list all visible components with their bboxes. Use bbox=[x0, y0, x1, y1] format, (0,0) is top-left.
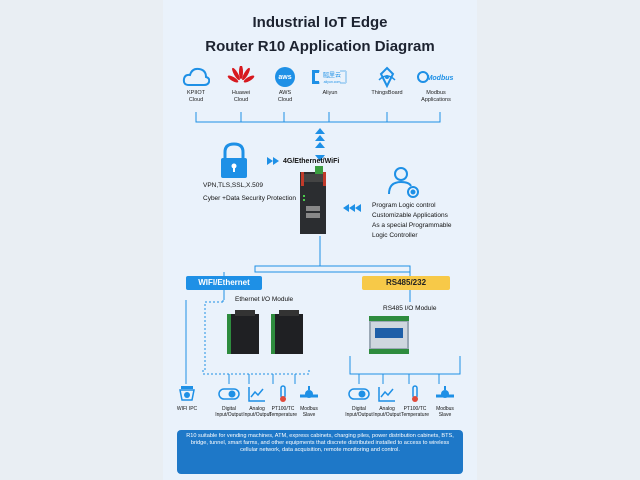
device-label: Analog Input/Output bbox=[373, 406, 401, 418]
uplink-arrows bbox=[315, 128, 325, 161]
logic-arrows bbox=[343, 204, 361, 212]
device-analog-io-left: Analog Input/Output bbox=[241, 384, 273, 418]
description-text: R10 suitable for vending machines, ATM, … bbox=[186, 433, 454, 453]
rs485-232-bus: RS485/232 bbox=[362, 276, 450, 290]
aliyun-logo-text: 阿里云 bbox=[323, 71, 341, 79]
cloud-label: AWS Cloud bbox=[277, 90, 293, 103]
device-label: WIFI IPC bbox=[176, 406, 198, 412]
device-label: Digital Input/Output bbox=[215, 406, 243, 418]
cloud-label: ThingsBoard bbox=[371, 90, 403, 96]
device-analog-io-right: Analog Input/Output bbox=[371, 384, 403, 418]
cloud-thingsboard: ThingsBoard bbox=[364, 66, 410, 97]
cloud-icon bbox=[182, 67, 210, 86]
aws-logo-text: aws bbox=[278, 74, 291, 81]
rs485-module-label: RS485 I/O Module bbox=[383, 305, 437, 312]
cloud-label: KPIIOT Cloud bbox=[186, 90, 206, 103]
thermometer-icon bbox=[280, 385, 286, 402]
title-line2: Router R10 Application Diagram bbox=[205, 38, 435, 55]
thermometer-icon bbox=[412, 385, 418, 402]
modbus-logo: Modbus bbox=[417, 71, 454, 83]
device-digital-io-right: Digital Input/Output bbox=[343, 384, 375, 418]
diagram-panel: Industrial IoT Edge Router R10 Applicati… bbox=[163, 0, 477, 480]
valve-icon bbox=[300, 386, 318, 398]
connectivity-label: 4G/Ethernet/WiFi bbox=[283, 158, 340, 165]
aws-logo: aws bbox=[275, 67, 295, 87]
title-line1: Industrial IoT Edge bbox=[252, 14, 388, 31]
device-label: Modbus Slave bbox=[436, 406, 454, 418]
camera-icon bbox=[179, 386, 195, 401]
device-temperature-right: PT100/TC Temperature bbox=[399, 384, 431, 418]
device-temperature-left: PT100/TC Temperature bbox=[267, 384, 299, 418]
toggle-icon bbox=[218, 388, 240, 400]
device-label: PT100/TC Temperature bbox=[400, 406, 430, 418]
aliyun-logo-sub: aliyun.com bbox=[324, 80, 341, 84]
toggle-icon bbox=[348, 388, 370, 400]
analog-chart-icon bbox=[378, 387, 395, 402]
security-line2: Cyber +Data Security Protection bbox=[203, 195, 297, 202]
logic-line2: Customizable Applications bbox=[372, 212, 448, 219]
person-gear-icon bbox=[388, 167, 419, 198]
cloud-label: Aliyun bbox=[322, 90, 338, 96]
aliyun-logo: 阿里云 aliyun.com bbox=[312, 70, 347, 84]
router-device bbox=[300, 166, 326, 234]
lock-icon bbox=[221, 142, 247, 178]
cloud-label: Modbus Applications bbox=[421, 90, 451, 103]
device-digital-io-left: Digital Input/Output bbox=[213, 384, 245, 418]
ethernet-io-module bbox=[227, 310, 303, 354]
device-modbus-slave-right: Modbus Slave bbox=[429, 384, 461, 418]
rs485-io-module bbox=[369, 316, 409, 354]
cloud-huawei: Huawei Cloud bbox=[218, 66, 264, 103]
valve-icon bbox=[436, 386, 454, 398]
device-modbus-slave-left: Modbus Slave bbox=[293, 384, 325, 418]
cloud-label: Huawei Cloud bbox=[231, 90, 251, 103]
logic-line3: As a special Programmable bbox=[372, 222, 452, 229]
ethernet-module-label: Ethernet I/O Module bbox=[235, 296, 294, 303]
wifi-ethernet-bus: WIFI/Ethernet bbox=[186, 276, 262, 290]
security-arrows bbox=[267, 157, 279, 165]
analog-chart-icon bbox=[248, 387, 265, 402]
modbus-logo-text: Modbus bbox=[427, 75, 454, 82]
device-wifi-ipc: WIFI IPC bbox=[171, 384, 203, 412]
thingsboard-logo bbox=[378, 66, 396, 88]
logic-line4: Logic Controller bbox=[372, 232, 418, 239]
cloud-kpiiot: KPIIOT Cloud bbox=[173, 66, 219, 103]
device-label: PT100/TC Temperature bbox=[268, 406, 298, 418]
cloud-modbus: Modbus Modbus Applications bbox=[413, 66, 459, 103]
device-label: Analog Input/Output bbox=[243, 406, 271, 418]
cloud-bus-line bbox=[195, 112, 441, 123]
security-line1: VPN,TLS,SSL,X.509 bbox=[203, 182, 263, 189]
cloud-aws: aws AWS Cloud bbox=[262, 66, 308, 103]
diagram-connectors bbox=[185, 112, 461, 384]
bus-split-line bbox=[223, 266, 411, 276]
device-label: Modbus Slave bbox=[300, 406, 318, 418]
huawei-logo bbox=[227, 66, 255, 83]
description-box: R10 suitable for vending machines, ATM, … bbox=[177, 430, 463, 474]
device-label: Digital Input/Output bbox=[345, 406, 373, 418]
cloud-aliyun: 阿里云 aliyun.com Aliyun bbox=[307, 66, 353, 97]
logic-line1: Program Logic control bbox=[372, 202, 436, 209]
